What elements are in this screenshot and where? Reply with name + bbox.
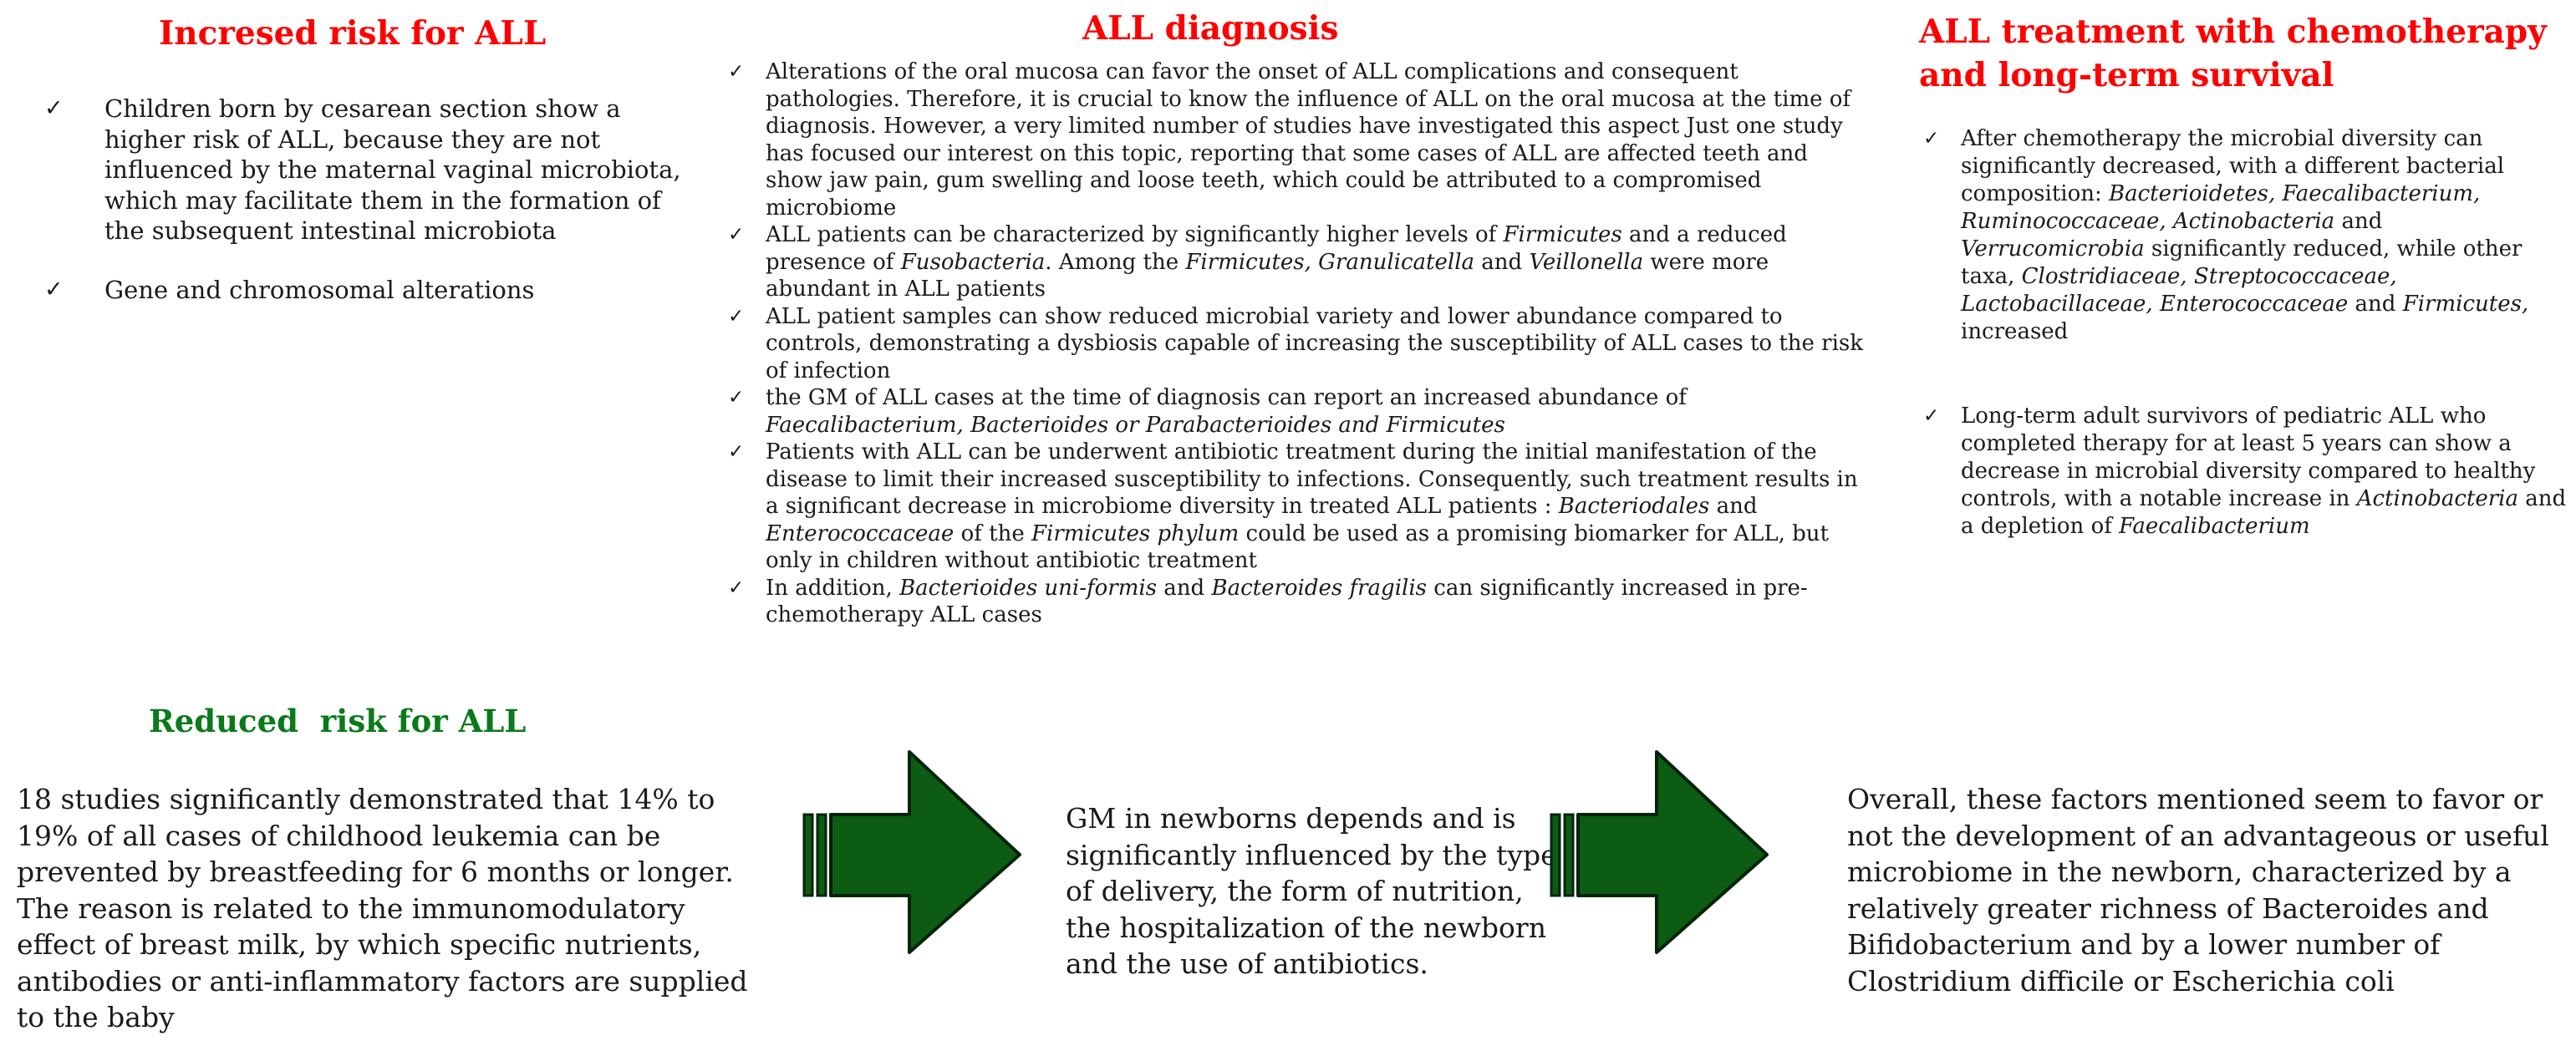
arrow-stripes bbox=[1550, 813, 1575, 897]
check-icon: ✓ bbox=[1923, 128, 1940, 150]
check-icon: ✓ bbox=[728, 61, 745, 83]
list-item: ✓ Children born by cesarean section show… bbox=[42, 94, 694, 246]
list-item: ✓ Gene and chromosomal alterations bbox=[42, 275, 694, 306]
check-icon: ✓ bbox=[728, 224, 745, 246]
diagnosis-title: ALL diagnosis bbox=[1082, 9, 1339, 48]
list-item-text: After chemotherapy the microbial diversi… bbox=[1961, 126, 2529, 344]
check-icon: ✓ bbox=[728, 387, 745, 409]
check-icon: ✓ bbox=[728, 305, 745, 327]
list-item: ✓ the GM of ALL cases at the time of dia… bbox=[725, 384, 1871, 439]
arrow-stripe bbox=[1550, 813, 1561, 897]
check-icon: ✓ bbox=[44, 276, 64, 302]
list-item-text: Alterations of the oral mucosa can favor… bbox=[766, 59, 1851, 221]
check-icon: ✓ bbox=[728, 576, 745, 599]
list-item-text: Long-term adult survivors of pediatric A… bbox=[1961, 404, 2567, 539]
arrow-stripe bbox=[1563, 813, 1575, 897]
block-arrow-right-icon bbox=[802, 750, 1021, 954]
diagnosis-list: ✓ Alterations of the oral mucosa can fav… bbox=[725, 58, 1871, 629]
increased-risk-list: ✓ Children born by cesarean section show… bbox=[42, 94, 694, 333]
list-item: ✓ ALL patients can be characterized by s… bbox=[725, 221, 1871, 303]
reduced-risk-title: Reduced risk for ALL bbox=[149, 703, 527, 739]
check-icon: ✓ bbox=[728, 441, 745, 463]
arrow-stripe bbox=[802, 813, 814, 897]
list-item-text: Patients with ALL can be underwent antib… bbox=[766, 439, 1858, 573]
newborn-gm-text: GM in newborns depends and is significan… bbox=[1066, 802, 1557, 980]
check-icon: ✓ bbox=[44, 95, 64, 121]
arrow-body bbox=[829, 750, 1021, 954]
list-item: ✓ After chemotherapy the microbial diver… bbox=[1921, 125, 2573, 346]
arrow-stripe bbox=[816, 813, 827, 897]
block-arrow-right-icon bbox=[1550, 750, 1769, 954]
list-item: ✓ ALL patient samples can show reduced m… bbox=[725, 303, 1871, 385]
arrow-body bbox=[1576, 750, 1769, 954]
treatment-title: ALL treatment with chemotherapy and long… bbox=[1919, 13, 2547, 94]
list-item: ✓ Long-term adult survivors of pediatric… bbox=[1921, 403, 2573, 541]
list-item-text: ALL patient samples can show reduced mic… bbox=[766, 303, 1864, 383]
list-item: ✓ Alterations of the oral mucosa can fav… bbox=[725, 58, 1871, 221]
arrow-stripes bbox=[802, 813, 827, 897]
list-item-text: In addition, Bacterioides uni-formis and… bbox=[766, 575, 1808, 628]
list-item-text: Gene and chromosomal alterations bbox=[104, 275, 535, 304]
list-item: ✓ In addition, Bacterioides uni-formis a… bbox=[725, 575, 1871, 629]
list-item-text: Children born by cesarean section show a… bbox=[104, 94, 681, 245]
increased-risk-title: Incresed risk for ALL bbox=[159, 14, 547, 53]
list-item-text: the GM of ALL cases at the time of diagn… bbox=[766, 385, 1687, 438]
list-item-text: ALL patients can be characterized by sig… bbox=[766, 222, 1787, 302]
list-item: ✓ Patients with ALL can be underwent ant… bbox=[725, 439, 1871, 575]
treatment-list: ✓ After chemotherapy the microbial diver… bbox=[1921, 125, 2573, 597]
check-icon: ✓ bbox=[1923, 405, 1940, 427]
overall-text: Overall, these factors mentioned seem to… bbox=[1847, 783, 2549, 998]
reduced-risk-text: 18 studies significantly demonstrated th… bbox=[17, 783, 748, 1033]
